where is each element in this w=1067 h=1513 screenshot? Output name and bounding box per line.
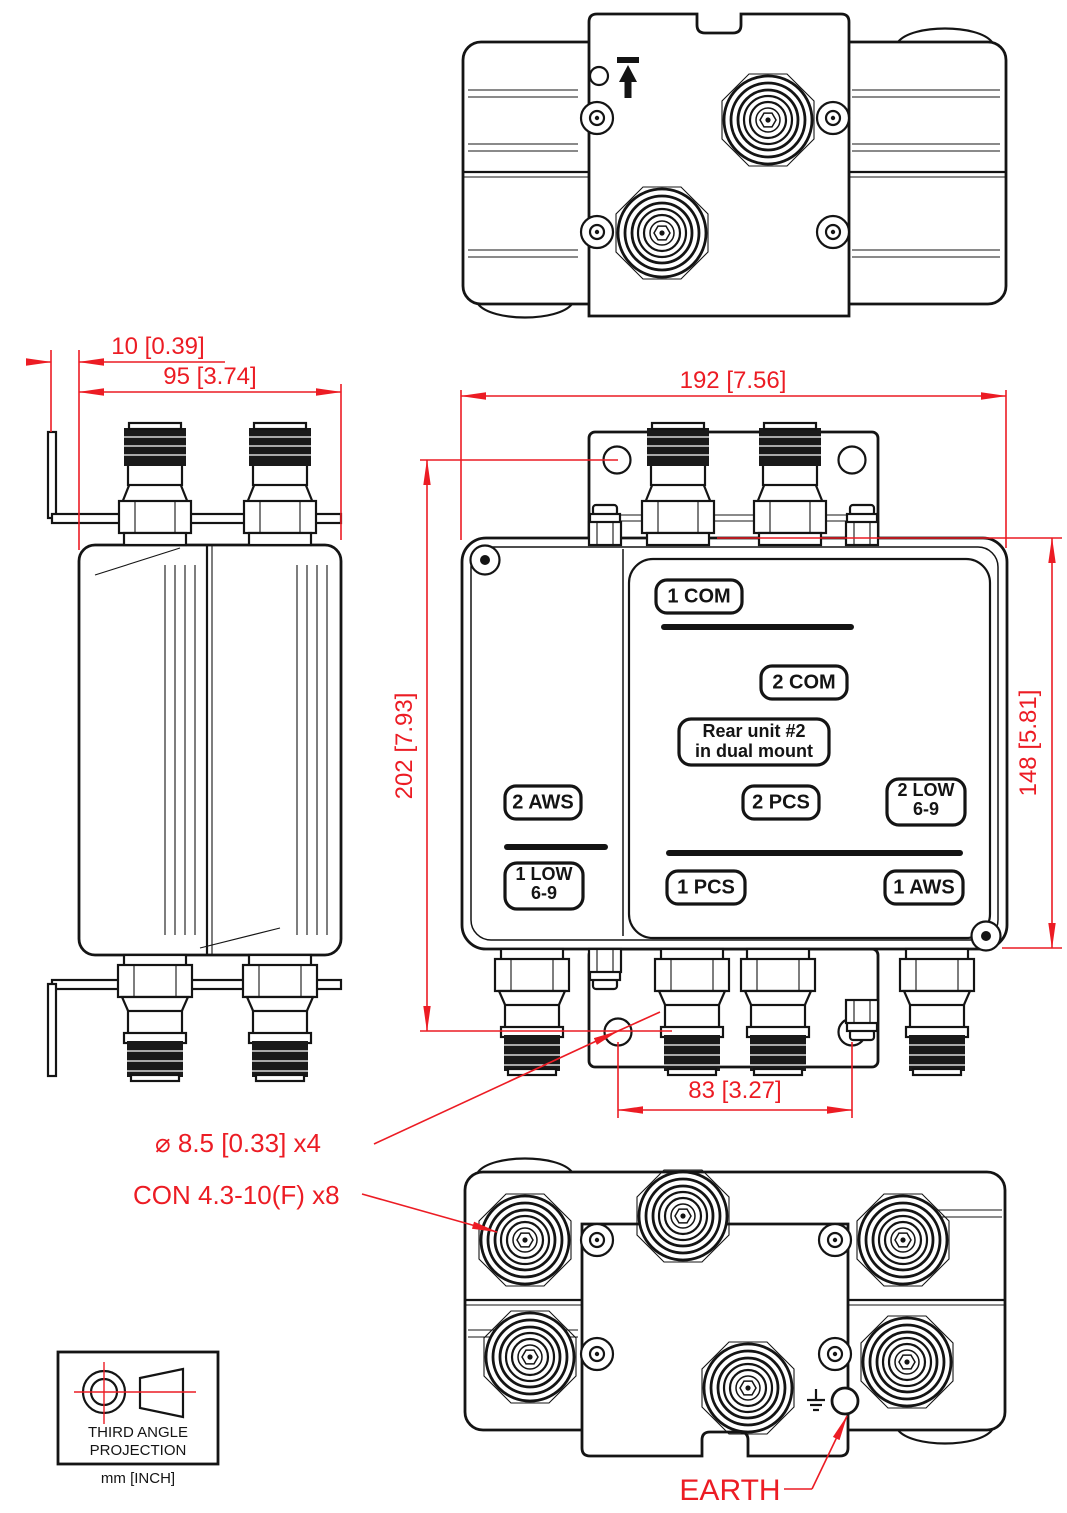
badge-2-pcs-label: 2 PCS (752, 791, 810, 813)
dimension-83mm: 83 [3.27] (617, 1042, 853, 1118)
badge-2-com-label: 2 COM (772, 671, 835, 693)
hole-callout: ⌀ 8.5 [0.33] x4 (155, 1011, 661, 1158)
coax-connector (739, 947, 817, 1077)
coax-connector (653, 947, 731, 1077)
index-hole (588, 65, 610, 87)
bracket-hole (837, 445, 867, 475)
leader-line (811, 1415, 848, 1490)
badge-1-com-label: 1 COM (667, 585, 730, 607)
dimension-text: 10 [0.39] (111, 333, 204, 360)
connector-callout: CON 4.3-10(F) x8 (133, 1180, 498, 1233)
corner-screw-boss (469, 544, 501, 576)
corner-screw-boss (970, 920, 1002, 952)
bracket-hole (603, 1017, 633, 1047)
earth-callout-text: EARTH (679, 1474, 780, 1507)
front-bottom-bracket (587, 947, 880, 1069)
badge-2-aws: 2 AWS (503, 784, 583, 821)
front-view: 1 COM 2 COM Rear unit #2 in dual mount 2… (460, 421, 1009, 1077)
projection-label-line1: THIRD ANGLE (88, 1424, 188, 1441)
hex-plug (587, 947, 623, 991)
coax-connector-port (855, 1192, 951, 1288)
mounting-screw (579, 1336, 615, 1372)
coax-connector (242, 421, 318, 547)
dimension-text: 148 [5.81] (1015, 690, 1042, 797)
badge-1-pcs: 1 PCS (665, 869, 747, 906)
badge-1-com: 1 COM (654, 578, 744, 615)
coax-connector-port (482, 1309, 578, 1405)
badge-1-aws-label: 1 AWS (893, 876, 955, 898)
badge-2-com: 2 COM (759, 664, 849, 701)
dimension-text: 202 [7.93] (391, 693, 418, 800)
mounting-screw (815, 214, 851, 250)
badge-1-low-line2: 6-9 (531, 883, 557, 903)
mounting-screw (815, 100, 851, 136)
dimensions-layer: 10 [0.39] 95 [3.74] 192 [7.56] 202 [7.93… (26, 333, 1062, 1507)
badge-rear-unit-line1: Rear unit #2 (702, 721, 805, 741)
badge-rear-unit-line2: in dual mount (695, 741, 813, 761)
coax-connector (117, 421, 193, 547)
coax-connector (241, 953, 319, 1083)
bottom-mounting-bracket (580, 1222, 850, 1458)
projection-symbol-icon (74, 1362, 196, 1424)
mounting-screw (579, 1222, 615, 1258)
badge-2-low: 2 LOW 6-9 (885, 777, 967, 827)
badge-2-low-line1: 2 LOW (898, 780, 955, 800)
mounting-screw (817, 1222, 853, 1258)
badge-1-low: 1 LOW 6-9 (503, 861, 585, 911)
mounting-flange-bottom (46, 978, 343, 1078)
hex-plug (844, 503, 880, 547)
projection-box-border (56, 1350, 220, 1466)
dimension-148mm: 148 [5.81] (717, 537, 1062, 949)
badge-rear-unit: Rear unit #2 in dual mount (677, 717, 831, 767)
leader-line (361, 1193, 498, 1233)
connector-callout-text: CON 4.3-10(F) x8 (133, 1180, 340, 1210)
badge-2-aws-label: 2 AWS (512, 791, 574, 813)
projection-label-line2: PROJECTION (90, 1442, 187, 1459)
hole-callout-text: ⌀ 8.5 [0.33] x4 (155, 1128, 321, 1158)
coax-connector-port (635, 1168, 731, 1264)
bottom-view (463, 1157, 1007, 1458)
leader-line (373, 1030, 619, 1145)
dimension-text: 95 [3.74] (163, 363, 256, 390)
side-view-body (77, 543, 343, 957)
coax-connector-port (700, 1340, 796, 1436)
top-view (461, 12, 1008, 319)
leader-line (617, 1011, 661, 1032)
projection-box: THIRD ANGLE PROJECTION mm [INCH] (56, 1350, 220, 1487)
badge-1-pcs-label: 1 PCS (677, 876, 735, 898)
dimension-text: 83 [3.27] (688, 1077, 781, 1104)
side-view-detail-lines (94, 545, 328, 955)
hex-plug (844, 998, 880, 1042)
dimension-10mm: 10 [0.39] (26, 333, 225, 550)
coax-connector (752, 421, 828, 547)
badge-2-pcs: 2 PCS (741, 784, 821, 821)
coax-connector (898, 947, 976, 1077)
dimension-text: 192 [7.56] (680, 367, 787, 394)
earth-terminal (830, 1386, 860, 1416)
mounting-screw (579, 100, 615, 136)
dimension-202mm: 202 [7.93] (391, 459, 672, 1032)
badge-2-low-line2: 6-9 (913, 799, 939, 819)
coax-connector-port (720, 72, 816, 168)
hex-plug (587, 503, 623, 547)
badge-1-low-line1: 1 LOW (516, 864, 573, 884)
side-view (46, 421, 343, 1083)
orientation-arrow-icon (617, 57, 639, 98)
earth-symbol-icon (807, 1389, 825, 1412)
badge-1-aws: 1 AWS (883, 869, 965, 906)
mounting-screw (579, 214, 615, 250)
mounting-screw (817, 1336, 853, 1372)
units-note: mm [INCH] (101, 1470, 175, 1487)
coax-connector (493, 947, 571, 1077)
dimension-192mm: 192 [7.56] (460, 367, 1007, 548)
coax-connector (116, 953, 194, 1083)
dimension-95mm: 95 [3.74] (78, 363, 342, 540)
coax-connector-port (859, 1314, 955, 1410)
coax-connector-port (477, 1192, 573, 1288)
coax-connector (640, 421, 716, 547)
coax-connector-port (614, 185, 710, 281)
earth-callout: EARTH (679, 1415, 848, 1507)
front-top-bracket (587, 430, 880, 547)
